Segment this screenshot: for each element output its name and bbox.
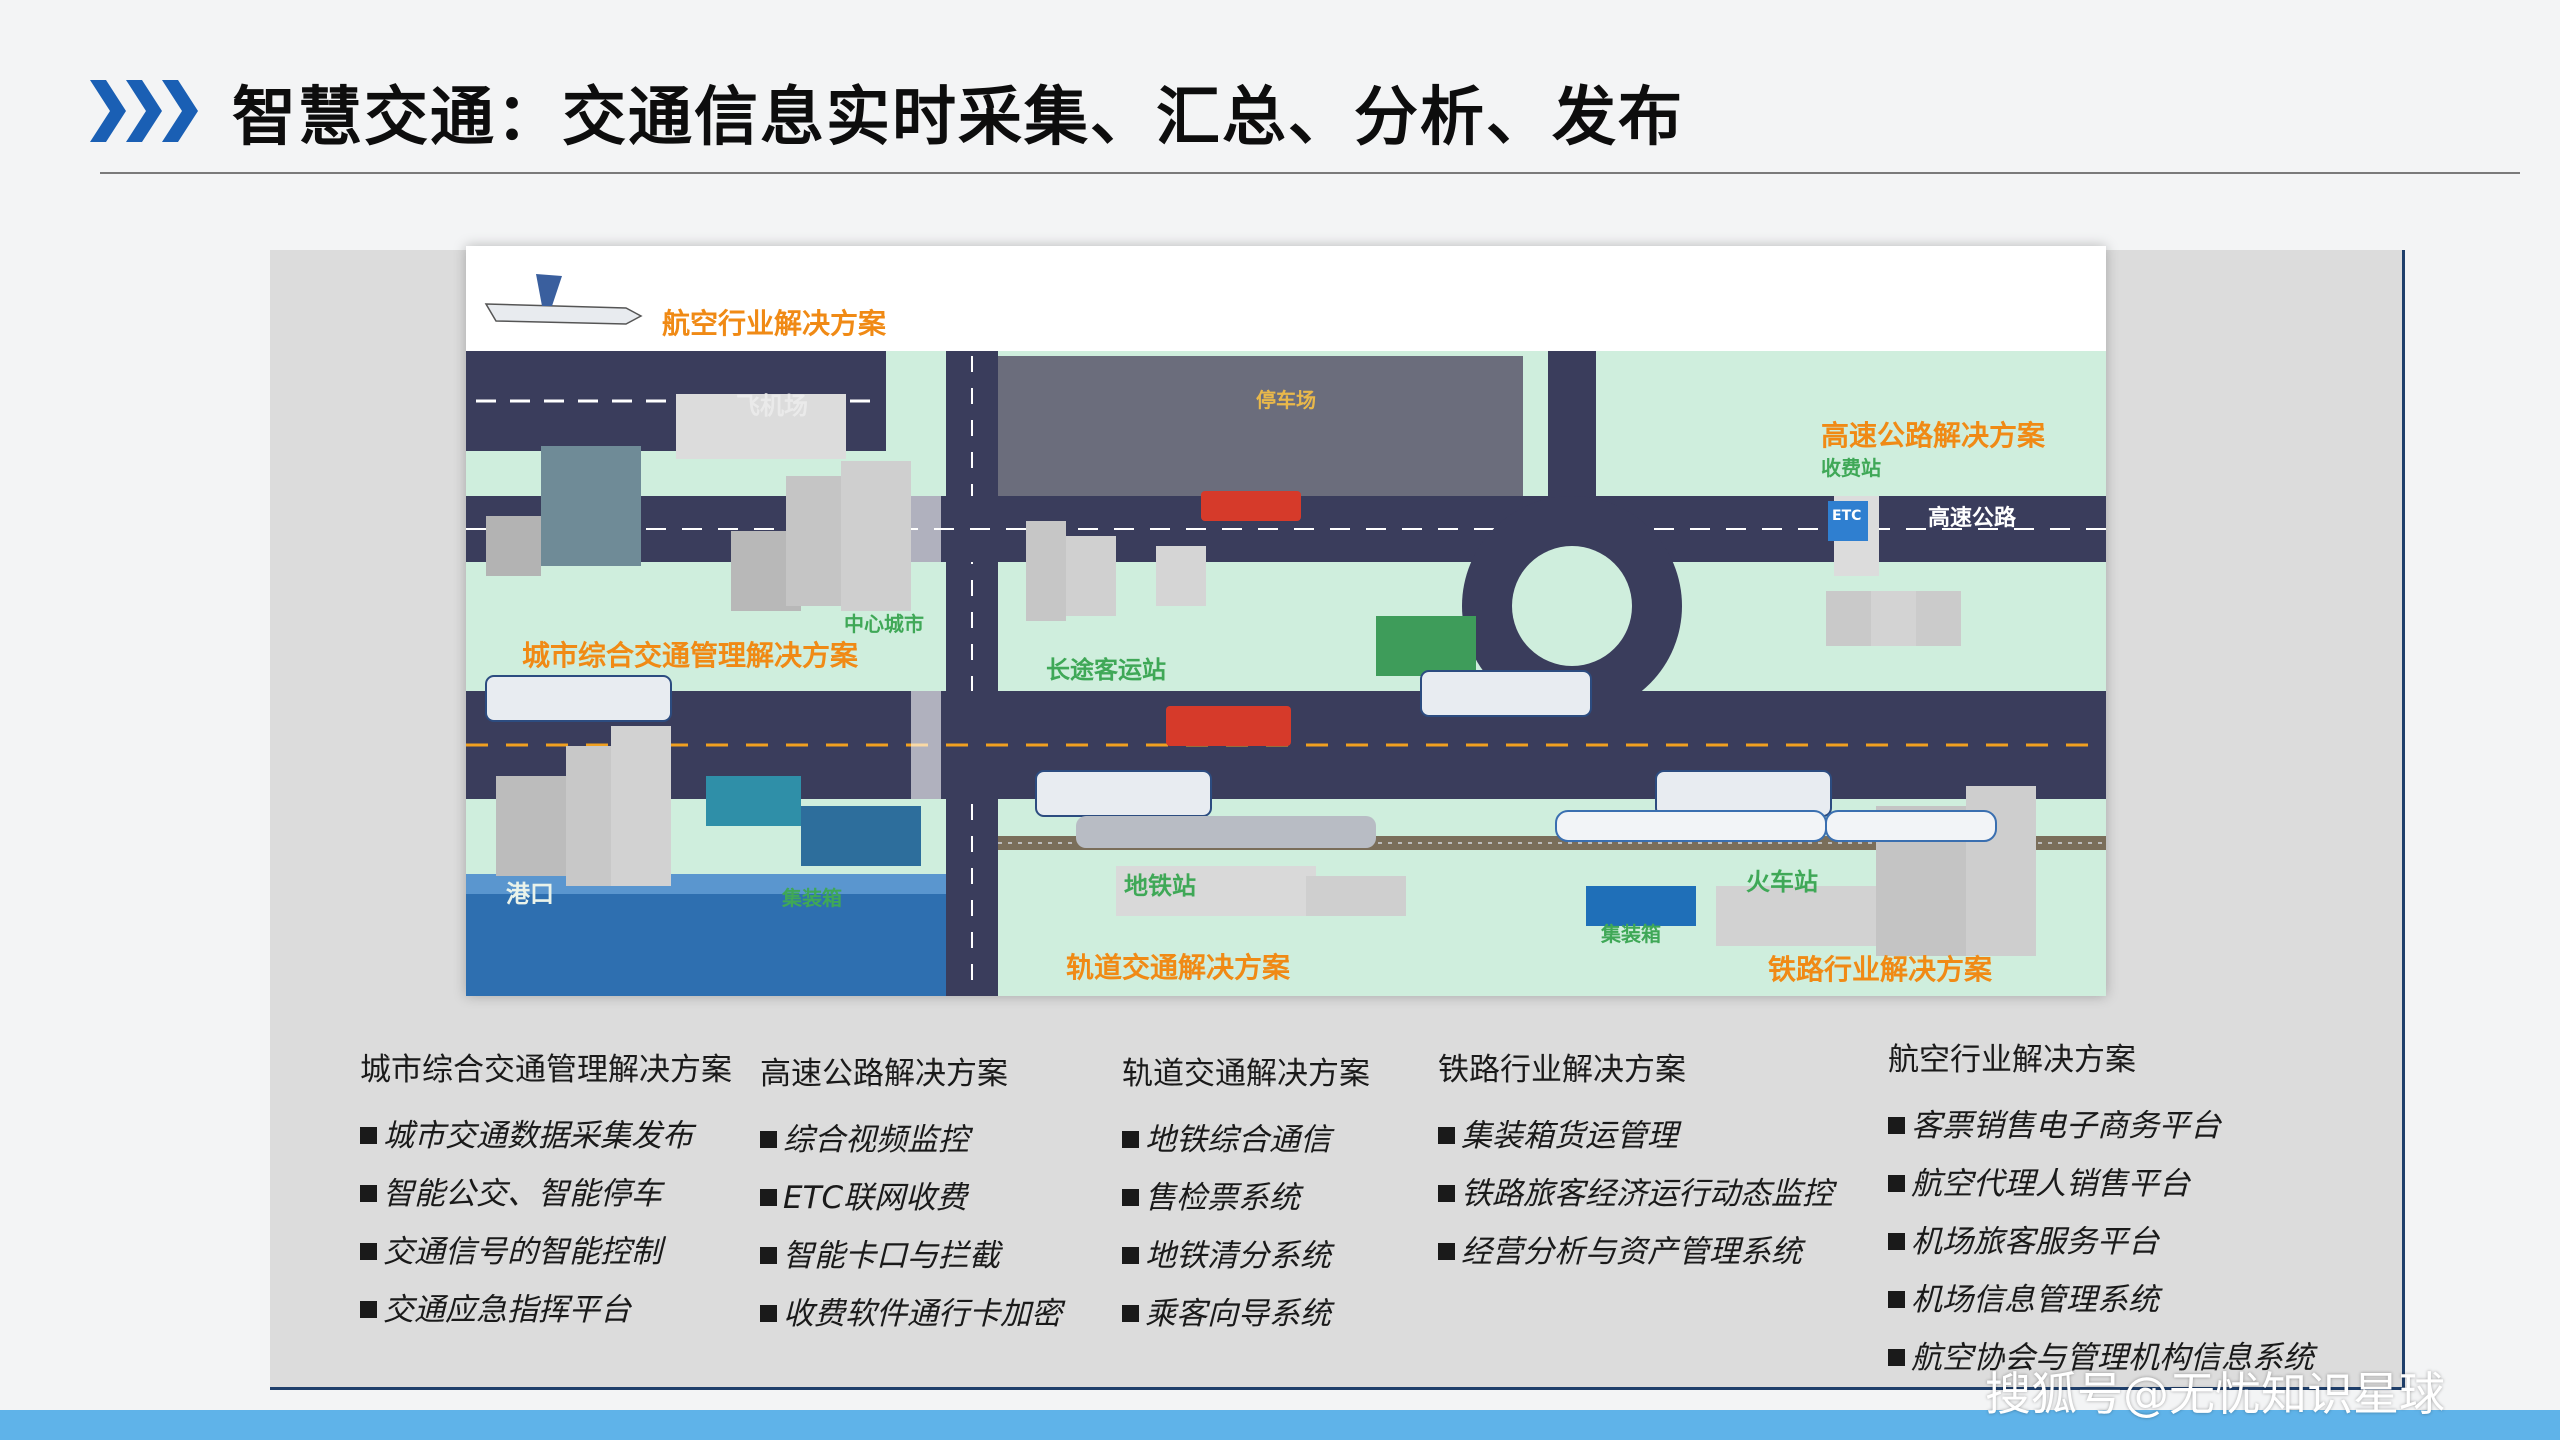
list-item: 经营分析与资产管理系统 [1438, 1223, 1833, 1281]
list-item: 售检票系统 [1122, 1169, 1370, 1227]
column-urban: 城市综合交通管理解决方案 城市交通数据采集发布 智能公交、智能停车 交通信号的智… [360, 1044, 732, 1339]
list-item: 机场旅客服务平台 [1888, 1213, 2314, 1271]
square-bullet-icon [760, 1305, 777, 1322]
square-bullet-icon [1888, 1291, 1905, 1308]
label-metro-station: 地铁站 [1124, 872, 1196, 900]
square-bullet-icon [760, 1131, 777, 1148]
list-item: 智能卡口与拦截 [760, 1227, 1062, 1285]
list-item: 地铁清分系统 [1122, 1227, 1370, 1285]
square-bullet-icon [1888, 1117, 1905, 1134]
square-bullet-icon [360, 1127, 377, 1144]
list-item: 收费软件通行卡加密 [760, 1285, 1062, 1343]
list-item: 航空协会与管理机构信息系统 [1888, 1329, 2314, 1387]
list-item: 铁路旅客经济运行动态监控 [1438, 1165, 1833, 1223]
column-highway: 高速公路解决方案 综合视频监控 ETC联网收费 智能卡口与拦截 收费软件通行卡加… [760, 1048, 1062, 1343]
list-item: 综合视频监控 [760, 1111, 1062, 1169]
square-bullet-icon [1122, 1131, 1139, 1148]
column-rail-transit: 轨道交通解决方案 地铁综合通信 售检票系统 地铁清分系统 乘客向导系统 [1122, 1048, 1370, 1343]
column-heading: 航空行业解决方案 [1888, 1042, 2136, 1078]
square-bullet-icon [1888, 1349, 1905, 1366]
square-bullet-icon [1888, 1233, 1905, 1250]
label-airport: 飞机场 [736, 392, 808, 420]
square-bullet-icon [760, 1247, 777, 1264]
label-railway-solution: 铁路行业解决方案 [1768, 953, 1993, 986]
label-central-city: 中心城市 [844, 612, 924, 636]
square-bullet-icon [1888, 1175, 1905, 1192]
list-item: 交通信号的智能控制 [360, 1223, 732, 1281]
bottom-bar [0, 1410, 2560, 1440]
list-item: 航空代理人销售平台 [1888, 1155, 2314, 1213]
label-train-station: 火车站 [1746, 868, 1818, 896]
list-item: 地铁综合通信 [1122, 1111, 1370, 1169]
map-illustration [466, 246, 2106, 996]
title-divider [100, 172, 2520, 174]
label-parking: 停车场 [1256, 388, 1316, 412]
list-item: 集装箱货运管理 [1438, 1107, 1833, 1165]
list-item: 乘客向导系统 [1122, 1285, 1370, 1343]
label-container-left: 集装箱 [782, 886, 842, 910]
column-heading: 铁路行业解决方案 [1438, 1052, 1686, 1088]
square-bullet-icon [1122, 1247, 1139, 1264]
square-bullet-icon [760, 1189, 777, 1206]
label-highway: 高速公路 [1928, 506, 2017, 531]
label-port: 港口 [506, 880, 554, 908]
label-aviation: 航空行业解决方案 [662, 307, 887, 340]
list-item: ETC联网收费 [760, 1169, 1062, 1227]
square-bullet-icon [360, 1185, 377, 1202]
label-highway-solution: 高速公路解决方案 [1821, 419, 2046, 452]
label-toll-station: 收费站 [1821, 456, 1881, 480]
list-item: 交通应急指挥平台 [360, 1281, 732, 1339]
square-bullet-icon [1122, 1189, 1139, 1206]
label-rail-transit-solution: 轨道交通解决方案 [1066, 951, 1291, 984]
square-bullet-icon [1122, 1305, 1139, 1322]
column-heading: 城市综合交通管理解决方案 [360, 1052, 732, 1088]
label-urban-solution: 城市综合交通管理解决方案 [522, 639, 859, 672]
chevron-arrows-icon [90, 80, 198, 142]
square-bullet-icon [1438, 1243, 1455, 1260]
page-title: 智慧交通：交通信息实时采集、汇总、分析、发布 [232, 81, 1684, 155]
label-etc: ETC [1832, 508, 1862, 524]
column-heading: 高速公路解决方案 [760, 1056, 1008, 1092]
column-heading: 轨道交通解决方案 [1122, 1056, 1370, 1092]
square-bullet-icon [1438, 1127, 1455, 1144]
list-item: 客票销售电子商务平台 [1888, 1097, 2314, 1155]
label-long-distance-station: 长途客运站 [1046, 656, 1166, 684]
square-bullet-icon [360, 1301, 377, 1318]
column-railway: 铁路行业解决方案 集装箱货运管理 铁路旅客经济运行动态监控 经营分析与资产管理系… [1438, 1044, 1833, 1281]
list-item: 机场信息管理系统 [1888, 1271, 2314, 1329]
list-item: 智能公交、智能停车 [360, 1165, 732, 1223]
square-bullet-icon [360, 1243, 377, 1260]
transport-map: 航空行业解决方案 飞机场 停车场 高速公路解决方案 收费站 ETC 高速公路 中… [466, 246, 2106, 996]
label-container-right: 集装箱 [1601, 922, 1661, 946]
list-item: 城市交通数据采集发布 [360, 1107, 732, 1165]
square-bullet-icon [1438, 1185, 1455, 1202]
column-aviation: 航空行业解决方案 客票销售电子商务平台 航空代理人销售平台 机场旅客服务平台 机… [1888, 1034, 2314, 1387]
watermark: 搜狐号@无忧知识星球 [1985, 1367, 2445, 1421]
